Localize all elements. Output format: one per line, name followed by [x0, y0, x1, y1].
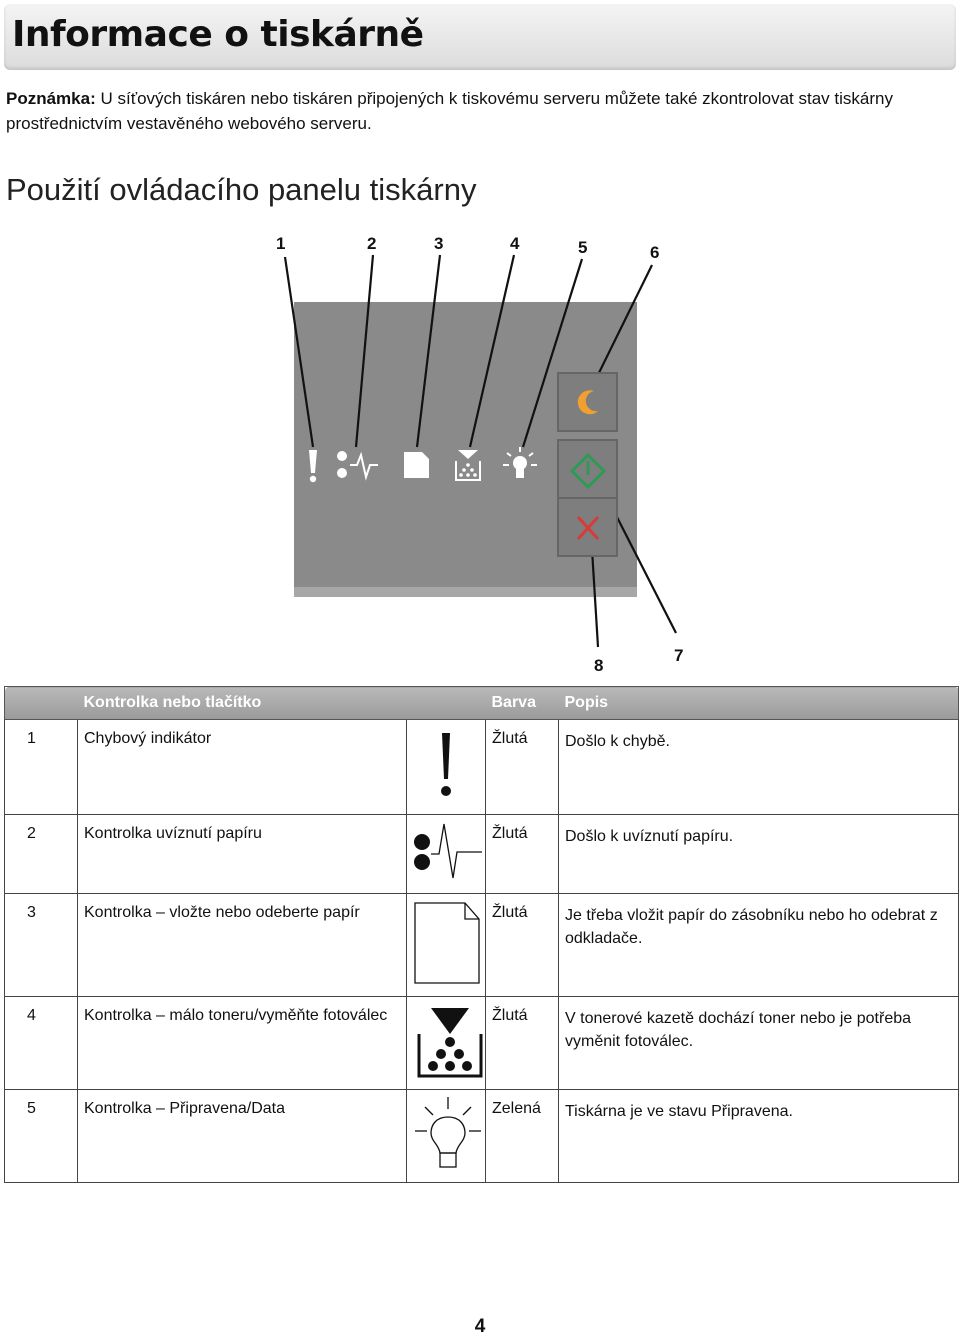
row-desc: Došlo k chybě. — [558, 719, 959, 815]
page-number: 4 — [474, 1316, 486, 1337]
row-label: Kontrolka uvíznutí papíru — [77, 814, 407, 894]
section-heading: Použití ovládacího panelu tiskárny — [6, 172, 477, 207]
row-num: 2 — [4, 814, 78, 894]
page-title: Informace o tiskárně — [12, 14, 424, 55]
control-panel — [294, 302, 637, 595]
row-desc: Tiskárna je ve stavu Připravena. — [558, 1089, 959, 1183]
panel-error-icon — [309, 450, 317, 483]
row-color: Žlutá — [485, 996, 559, 1090]
light-bulb-icon — [415, 1096, 481, 1168]
table-row: 5 Kontrolka – Připravena/Data Zelená — [4, 1089, 959, 1183]
row-label: Chybový indikátor — [77, 719, 407, 815]
row-label: Kontrolka – vložte nebo odeberte papír — [77, 893, 407, 997]
row-color: Žlutá — [485, 719, 559, 815]
callout-6: 6 — [650, 243, 659, 262]
callout-5: 5 — [578, 238, 587, 257]
note-label: Poznámka: — [6, 89, 96, 108]
note-text: U síťových tiskáren nebo tiskáren připoj… — [6, 89, 893, 133]
panel-paper-jam-icon — [337, 451, 378, 481]
header-color: Barva — [485, 686, 559, 720]
table-row: 3 Kontrolka – vložte nebo odeberte papír… — [4, 893, 959, 997]
row-desc: V tonerové kazetě dochází toner nebo je … — [558, 996, 959, 1090]
header-num — [4, 686, 78, 720]
table-row: 4 Kontrolka – málo toneru/vyměňte fotová… — [4, 996, 959, 1090]
callout-2: 2 — [367, 234, 376, 253]
title-bar: Informace o tiskárně — [4, 4, 956, 70]
table-header-row: Kontrolka nebo tlačítko Barva Popis — [4, 686, 959, 720]
row-desc: Je třeba vložit papír do zásobníku nebo … — [558, 893, 959, 997]
row-color: Zelená — [485, 1089, 559, 1183]
callout-1: 1 — [276, 234, 285, 253]
header-desc: Popis — [558, 686, 959, 720]
row-num: 3 — [4, 893, 78, 997]
table-row: 2 Kontrolka uvíznutí papíru Žlutá Došlo … — [4, 814, 959, 894]
row-num: 1 — [4, 719, 78, 815]
panel-ready-light-icon — [503, 447, 537, 478]
table-row: 1 Chybový indikátor Žlutá Došlo k chybě. — [4, 719, 959, 815]
toner-icon — [417, 1007, 483, 1077]
sleep-button — [557, 372, 618, 432]
row-color: Žlutá — [485, 893, 559, 997]
stop-icon — [576, 515, 600, 541]
paper-icon — [414, 901, 480, 984]
callout-7: 7 — [674, 646, 683, 665]
row-desc: Došlo k uvíznutí papíru. — [558, 814, 959, 894]
exclamation-icon — [441, 732, 451, 796]
note: Poznámka: U síťových tiskáren nebo tiská… — [6, 86, 936, 136]
sleep-icon — [577, 390, 598, 415]
header-item: Kontrolka nebo tlačítko — [77, 686, 407, 720]
paper-jam-icon — [414, 823, 482, 878]
row-label: Kontrolka – Připravena/Data — [77, 1089, 407, 1183]
row-num: 5 — [4, 1089, 78, 1183]
header-icon — [406, 686, 486, 720]
indicator-table: Kontrolka nebo tlačítko Barva Popis 1 Ch… — [4, 686, 959, 1183]
callout-8: 8 — [594, 656, 603, 675]
row-num: 4 — [4, 996, 78, 1090]
callout-4: 4 — [510, 234, 520, 253]
control-panel-diagram: 1 2 3 4 5 6 7 8 — [276, 234, 683, 675]
panel-paper-icon — [404, 452, 429, 478]
row-color: Žlutá — [485, 814, 559, 894]
panel-toner-icon — [455, 450, 481, 481]
row-label: Kontrolka – málo toneru/vyměňte fotovále… — [77, 996, 407, 1090]
callout-3: 3 — [434, 234, 443, 253]
start-icon — [569, 452, 607, 490]
